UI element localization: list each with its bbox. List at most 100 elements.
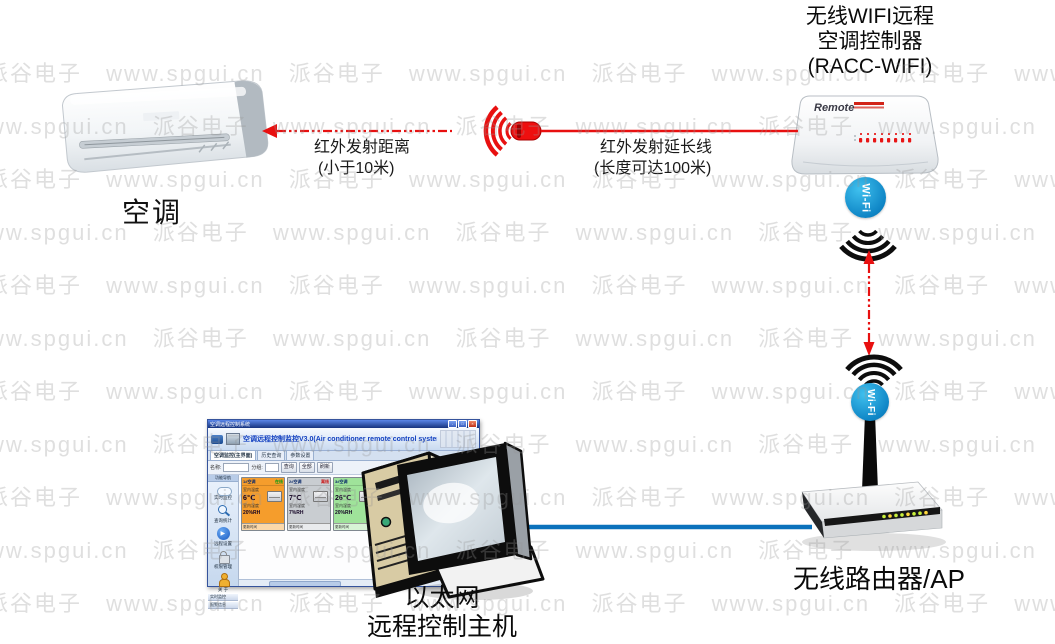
- tab-main: 空调监控(主界面): [210, 450, 257, 460]
- ir-distance-text: 红外发射距离: [314, 139, 411, 156]
- sidebar-item-label: 实时监控: [214, 495, 232, 500]
- minimize-button: -: [448, 420, 457, 428]
- card-name: 3#空调: [335, 478, 348, 484]
- card-temp-value: 26℃: [335, 495, 352, 502]
- software-titlebar-text: 空调远程控制系统: [210, 421, 251, 428]
- watermark-text: 派谷电子 www.spgui.cn 派谷电子 www.spgui.cn 派谷电子…: [0, 379, 1055, 404]
- toolbar-refresh-button: 刷新: [316, 462, 333, 473]
- scrollbar-thumb: [269, 581, 341, 586]
- sidebar-item: 实时监控: [208, 485, 238, 501]
- sidebar-item: 关 于: [208, 573, 238, 593]
- toolbar-group-input: [264, 463, 279, 472]
- card-hum-value: 7%RH: [289, 510, 304, 516]
- card-footer: 更新时间: [288, 523, 330, 530]
- controller-title-line1: 无线WIFI远程: [805, 5, 935, 28]
- host-label: 以太网 远程控制主机: [352, 584, 532, 642]
- controller-title-line3: (RACC-WIFI): [807, 55, 933, 78]
- sidebar-item: 远程设置: [208, 527, 238, 547]
- card-hum-label: 室内湿度: [243, 503, 259, 508]
- tab-params: 参数设置: [286, 450, 315, 460]
- toolbar-all-button: 全部: [298, 462, 315, 473]
- software-tabs: 空调监控(主界面) 历史查询 参数设置: [208, 450, 479, 461]
- ir-extension-text: 红外发射延长线: [600, 139, 713, 156]
- sidebar-bottom-bar: 实时监控: [208, 593, 238, 601]
- host-label-line2: 远程控制主机: [366, 613, 517, 641]
- user-icon: [217, 573, 230, 587]
- banner-photo: [440, 430, 476, 448]
- ir-distance-label: 红外发射距离 (小于10米): [314, 137, 410, 179]
- search-icon: [217, 504, 230, 517]
- ir-distance-note: (小于10米): [318, 160, 395, 177]
- controller-title-line2: 空调控制器: [817, 30, 923, 53]
- card-temp-value: 6℃: [243, 495, 256, 502]
- wifi-top-label: Wi-Fi: [859, 182, 872, 213]
- ir-extension-note: (长度可达100米): [594, 160, 712, 177]
- sidebar-item-label: 远程设置: [214, 541, 232, 546]
- ir-emitter-icon: [510, 121, 542, 141]
- ir-waves-icon: [483, 105, 512, 157]
- sidebar-header: 功能导航: [208, 475, 238, 482]
- watermark-text: 派谷电子 www.spgui.cn 派谷电子 www.spgui.cn 派谷电子…: [0, 326, 1055, 351]
- card-hum-label: 室内湿度: [335, 503, 351, 508]
- sidebar-bottom-bar: 报警信息: [208, 601, 238, 609]
- card-hum-label: 室内湿度: [289, 503, 305, 508]
- wifi-icon-bottom: Wi-Fi: [851, 383, 889, 421]
- monitor: [397, 441, 545, 599]
- sidebar-item-label: 关 于: [217, 587, 229, 592]
- card-status: 离线: [321, 478, 329, 484]
- software-banner-title: 空调远程控制监控V3.0(Air conditioner remote cont…: [243, 436, 437, 443]
- go-icon: [216, 527, 230, 540]
- wifi-waves-bottom-icon: [845, 354, 903, 387]
- router-led-row: [882, 510, 928, 519]
- card-status: 在线: [275, 478, 283, 484]
- watermark-text: 派谷电子 www.spgui.cn 派谷电子 www.spgui.cn 派谷电子…: [0, 273, 1055, 298]
- card-header: 1#空调 在线: [242, 478, 284, 486]
- toolbar-group-label: 分组:: [251, 465, 263, 471]
- card-header: 2#空调 离线: [288, 478, 330, 486]
- wifi-waves-top-icon: [839, 229, 897, 262]
- controller-brand-text: Remote: [814, 102, 854, 114]
- router-image: [801, 410, 946, 551]
- router-label: 无线路由器/AP: [793, 564, 965, 594]
- horizontal-scrollbar: [239, 579, 479, 586]
- wifi-icon-top: Wi-Fi: [845, 177, 886, 218]
- air-conditioner-image: [61, 80, 269, 173]
- card-temp-label: 室内温度: [243, 487, 259, 492]
- card-temp-label: 室内温度: [289, 487, 305, 492]
- toolbar-query-button: 查询: [280, 462, 297, 473]
- racc-wifi-controller-image: Remote: [791, 95, 939, 175]
- card-ac-thumbnail: [313, 491, 328, 502]
- close-button: ×: [468, 420, 477, 428]
- lock-icon: [217, 550, 230, 564]
- host-computer-image: [361, 441, 545, 600]
- sidebar-item: 查询统计: [208, 504, 238, 524]
- cloud-icon: [216, 485, 232, 496]
- card-hum-value: 20%RH: [335, 510, 353, 516]
- card-footer: 更新时间: [334, 523, 376, 530]
- sidebar-item-label: 权限管理: [214, 564, 232, 569]
- tab-history: 历史查询: [257, 450, 286, 460]
- card-name: 2#空调: [289, 478, 302, 484]
- toolbar-name-label: 名称:: [210, 465, 222, 471]
- banner-ac-icon: [211, 434, 223, 444]
- card-name: 1#空调: [243, 478, 256, 484]
- wireless-link-arrow: [863, 250, 875, 356]
- toolbar-name-input: [223, 463, 250, 472]
- sidebar-item: 权限管理: [208, 550, 238, 570]
- software-banner: 空调远程控制监控V3.0(Air conditioner remote cont…: [208, 428, 479, 451]
- maximize-button: □: [458, 420, 467, 428]
- card-temp-value: 7℃: [289, 495, 302, 502]
- card-hum-value: 20%RH: [243, 510, 261, 516]
- card-footer: 更新时间: [242, 523, 284, 530]
- ir-extension-label: 红外发射延长线 (长度可达100米): [594, 137, 712, 179]
- banner-device-icon: [226, 433, 240, 445]
- ac-label: 空调: [122, 197, 183, 228]
- card-ac-thumbnail: [267, 491, 282, 502]
- software-titlebar: 空调远程控制系统 - □ ×: [208, 420, 479, 428]
- sidebar-item-label: 查询统计: [214, 518, 232, 523]
- controller-title: 无线WIFI远程 空调控制器 (RACC-WIFI): [750, 4, 990, 79]
- controller-led-row: [854, 133, 912, 143]
